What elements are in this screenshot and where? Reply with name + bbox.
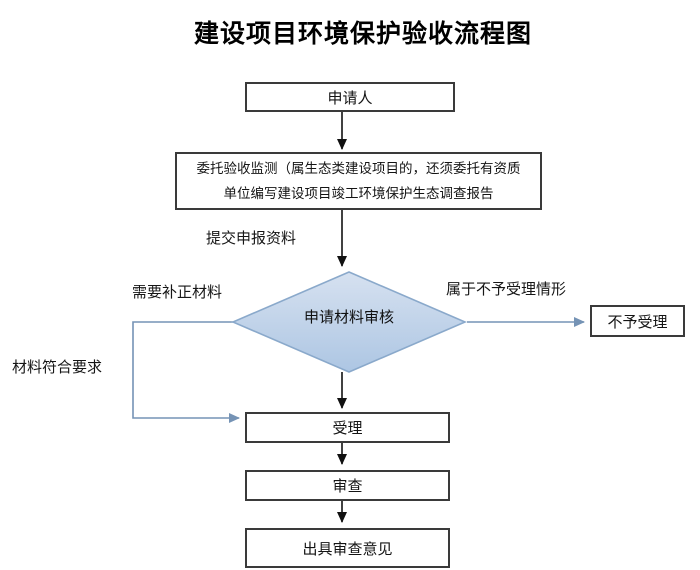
node-entrust-line1: 委托验收监测（属生态类建设项目的，还须委托有资质: [196, 161, 521, 176]
node-review-diamond-label: 申请材料审核: [303, 308, 394, 326]
edge-label-not-accept-case: 属于不予受理情形: [446, 281, 567, 298]
node-examine: 审查: [245, 470, 450, 501]
node-entrust-line2: 单位编写建设项目竣工环境保护生态调查报告: [223, 186, 494, 201]
edge-label-meet-requirements: 材料符合要求: [12, 359, 103, 376]
node-examine-label: 审查: [332, 478, 363, 495]
node-entrust: 委托验收监测（属生态类建设项目的，还须委托有资质 单位编写建设项目竣工环境保护生…: [175, 152, 542, 210]
node-accept: 受理: [245, 412, 450, 443]
node-reject: 不予受理: [590, 305, 685, 337]
node-opinion-label: 出具审查意见: [302, 540, 393, 558]
diamond-shape: [230, 271, 468, 373]
edge-label-need-supplement: 需要补正材料: [132, 284, 223, 301]
node-applicant-label: 申请人: [327, 89, 373, 107]
node-opinion: 出具审查意见: [245, 528, 450, 568]
path-supplement-loop-to-accept: [132, 321, 240, 423]
node-accept-label: 受理: [332, 420, 363, 437]
node-applicant: 申请人: [245, 82, 455, 112]
flowchart-title: 建设项目环境保护验收流程图: [193, 20, 532, 48]
edge-label-submit-materials: 提交申报资料: [206, 230, 297, 247]
node-review-diamond: 申请材料审核: [233, 272, 465, 372]
node-reject-label: 不予受理: [607, 313, 668, 331]
